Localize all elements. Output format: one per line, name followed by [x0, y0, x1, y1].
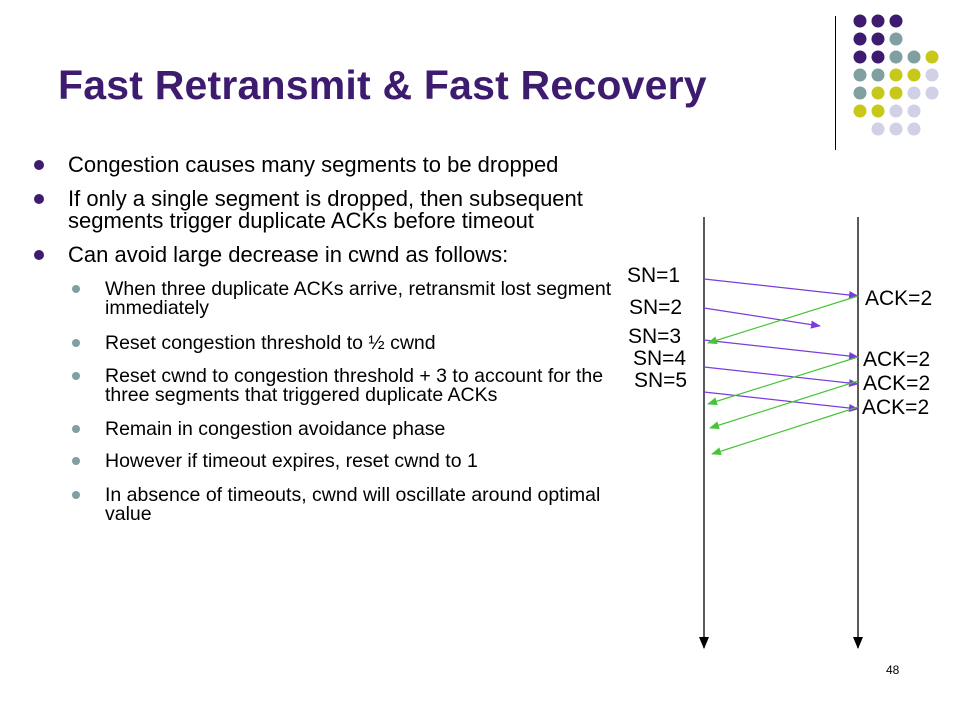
decorative-dot	[853, 32, 867, 46]
decorative-dot	[871, 32, 885, 46]
ack-label-3: ACK=2	[863, 372, 930, 395]
decorative-dot	[889, 50, 903, 64]
sub-bullet-reset-threshold: Reset congestion threshold to ½ cwnd	[34, 333, 624, 353]
sender-timeline-arrowhead	[699, 637, 709, 649]
ack-arrow-1	[707, 295, 859, 345]
ack-arrow-4	[711, 406, 859, 456]
decorative-dot	[853, 104, 867, 118]
decorative-dot	[889, 68, 903, 82]
segment-arrow-sn5	[703, 391, 859, 412]
slide-title: Fast Retransmit & Fast Recovery	[58, 62, 707, 108]
decorative-dot	[907, 122, 921, 136]
decorative-dot	[871, 14, 885, 28]
receiver-timeline-arrowhead	[853, 637, 863, 649]
decorative-dot	[871, 86, 885, 100]
segment-arrow-sn2-lost	[703, 307, 821, 329]
decorative-dot	[853, 86, 867, 100]
ack-label-1: ACK=2	[865, 287, 932, 310]
bullet-congestion: Congestion causes many segments to be dr…	[34, 154, 624, 176]
decorative-dot	[871, 50, 885, 64]
ack-label-2: ACK=2	[863, 348, 930, 371]
decorative-dot	[853, 68, 867, 82]
ack-sequence-diagram: SN=1 SN=2 SN=3 SN=4 SN=5 ACK=2 ACK=2 ACK…	[627, 217, 932, 649]
page-number: 48	[886, 663, 900, 677]
sub-bullet-retransmit: When three duplicate ACKs arrive, retran…	[34, 279, 624, 318]
decorative-dot	[907, 104, 921, 118]
segment-arrow-sn1	[703, 278, 859, 299]
decorative-dot	[925, 68, 939, 82]
ack-arrow-2	[707, 356, 859, 406]
decorative-dot	[871, 122, 885, 136]
sn-label-1: SN=1	[627, 264, 680, 287]
ack-arrow-3	[709, 380, 859, 430]
decorative-dot	[925, 86, 939, 100]
decorative-dot	[889, 86, 903, 100]
sub-bullet-congestion-avoidance: Remain in congestion avoidance phase	[34, 419, 624, 439]
title-divider-line	[835, 16, 836, 150]
decorative-dot	[871, 104, 885, 118]
sn-label-5: SN=5	[634, 369, 687, 392]
ack-label-4: ACK=2	[862, 396, 929, 419]
decorative-dot	[889, 122, 903, 136]
sub-bullet-reset-cwnd: Reset cwnd to congestion threshold + 3 t…	[34, 366, 624, 405]
decorative-dot	[889, 32, 903, 46]
decorative-dot	[853, 14, 867, 28]
decorative-dot	[853, 50, 867, 64]
sn-label-4: SN=4	[633, 347, 686, 370]
segment-arrow-sn3	[703, 339, 859, 360]
sn-label-2: SN=2	[629, 296, 682, 319]
bullet-avoid-decrease: Can avoid large decrease in cwnd as foll…	[34, 244, 624, 266]
decorative-dot	[871, 68, 885, 82]
decorative-dot	[889, 104, 903, 118]
bullet-single-drop: If only a single segment is dropped, the…	[34, 188, 624, 232]
decorative-dot	[889, 14, 903, 28]
sub-bullet-oscillate: In absence of timeouts, cwnd will oscill…	[34, 485, 624, 524]
decorative-dot	[925, 50, 939, 64]
bullet-list: Congestion causes many segments to be dr…	[34, 154, 624, 536]
decorative-dot	[907, 86, 921, 100]
sub-bullet-timeout: However if timeout expires, reset cwnd t…	[34, 451, 624, 471]
decorative-dot	[907, 50, 921, 64]
segment-arrow-sn4	[703, 366, 859, 387]
decorative-dot	[907, 68, 921, 82]
sn-label-3: SN=3	[628, 325, 681, 348]
decorative-dot-grid	[853, 14, 939, 136]
